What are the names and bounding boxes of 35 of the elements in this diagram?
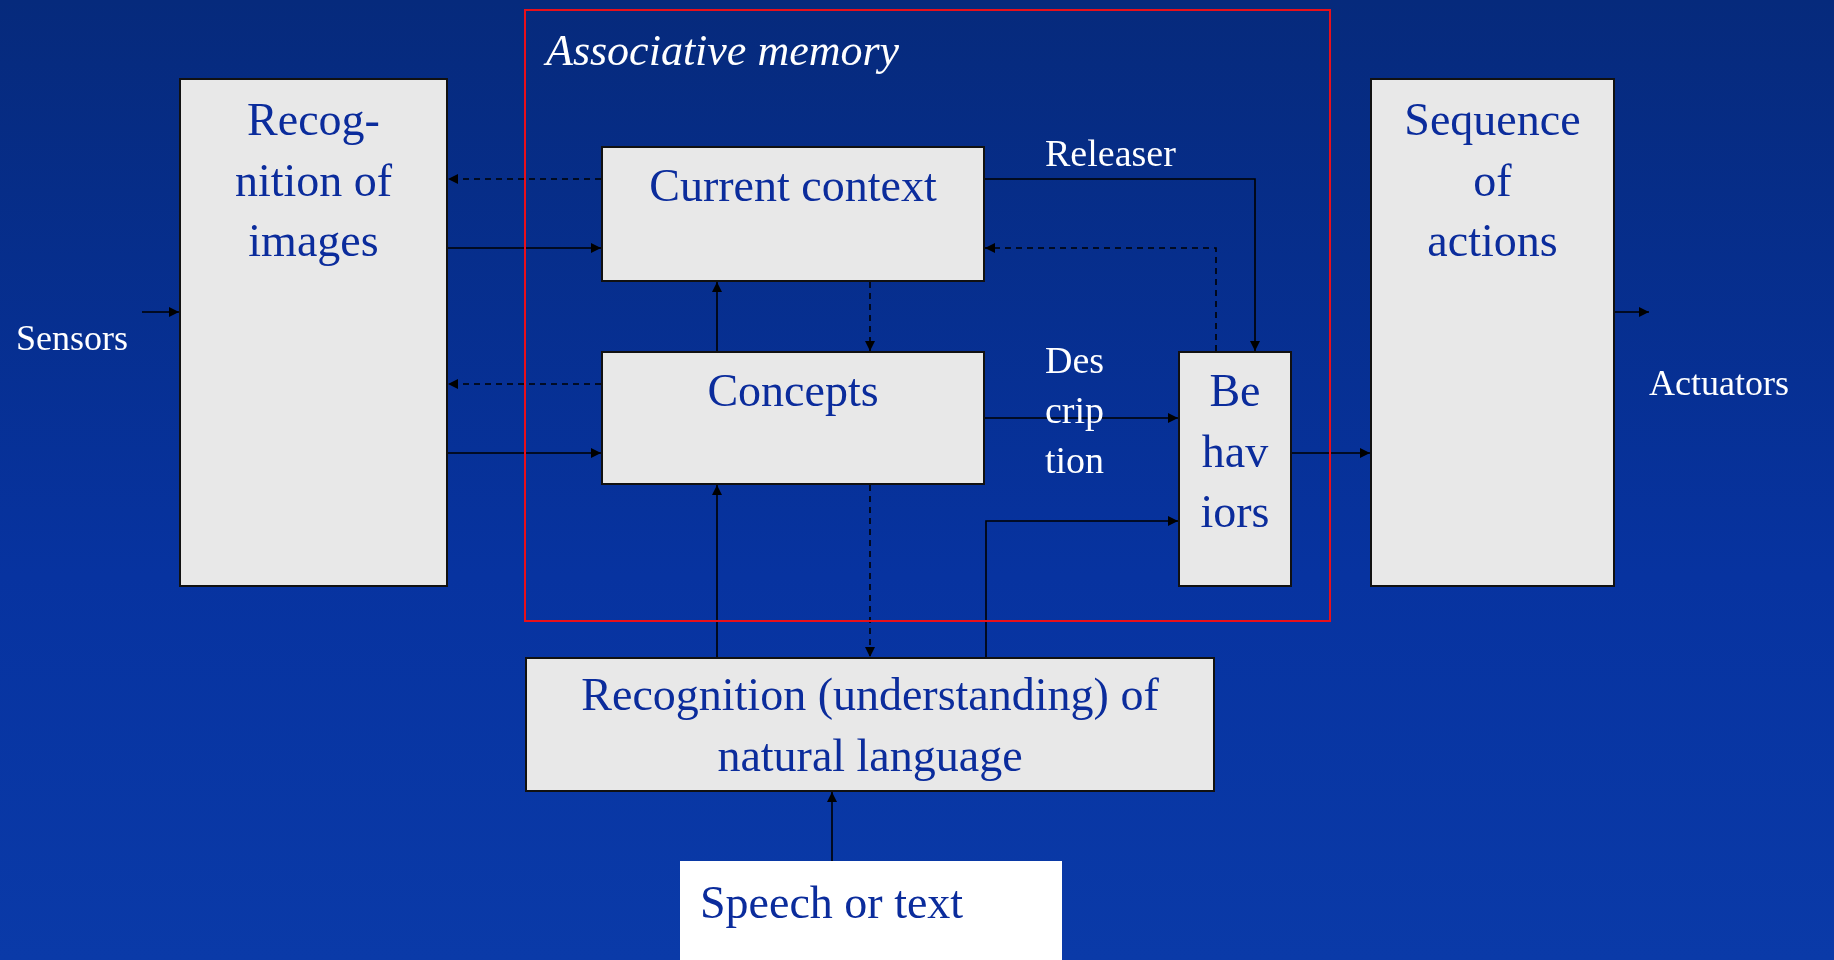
arrow bbox=[447, 448, 602, 458]
box-label: Recog- nition of images bbox=[233, 93, 394, 269]
edge-label: Releaser bbox=[1045, 131, 1176, 176]
dashed-arrow bbox=[865, 281, 875, 352]
process-box bbox=[525, 657, 1215, 792]
output-label: Actuators bbox=[1649, 361, 1789, 405]
process-box bbox=[179, 78, 448, 587]
process-box bbox=[1178, 351, 1292, 587]
process-box bbox=[1370, 78, 1615, 587]
edge-label: Des crip tion bbox=[1045, 338, 1105, 484]
arrow bbox=[827, 791, 837, 862]
arrow bbox=[447, 243, 602, 253]
process-box bbox=[601, 146, 985, 282]
arrow bbox=[712, 281, 722, 352]
input-label: Sensors bbox=[16, 316, 128, 360]
dashed-arrow bbox=[447, 174, 602, 184]
arrow bbox=[984, 178, 1260, 352]
arrow bbox=[712, 484, 722, 658]
group-frame bbox=[524, 9, 1331, 622]
input-box bbox=[680, 861, 1062, 960]
box-label: Concepts bbox=[706, 364, 880, 418]
arrow bbox=[141, 307, 180, 317]
arrow bbox=[1291, 448, 1371, 458]
box-label: Speech or text bbox=[700, 876, 964, 930]
arrow bbox=[1614, 307, 1650, 317]
dashed-arrow bbox=[447, 379, 602, 389]
arrow bbox=[984, 413, 1179, 423]
dashed-arrow bbox=[865, 484, 875, 658]
box-label: Current context bbox=[648, 159, 938, 213]
box-label: Be hav iors bbox=[1200, 364, 1270, 540]
dashed-arrow bbox=[984, 243, 1217, 352]
box-label: Recognition (understanding) of natural language bbox=[580, 668, 1160, 783]
box-label: Sequence of actions bbox=[1404, 93, 1581, 269]
arrow bbox=[985, 516, 1179, 658]
process-box bbox=[601, 351, 985, 485]
